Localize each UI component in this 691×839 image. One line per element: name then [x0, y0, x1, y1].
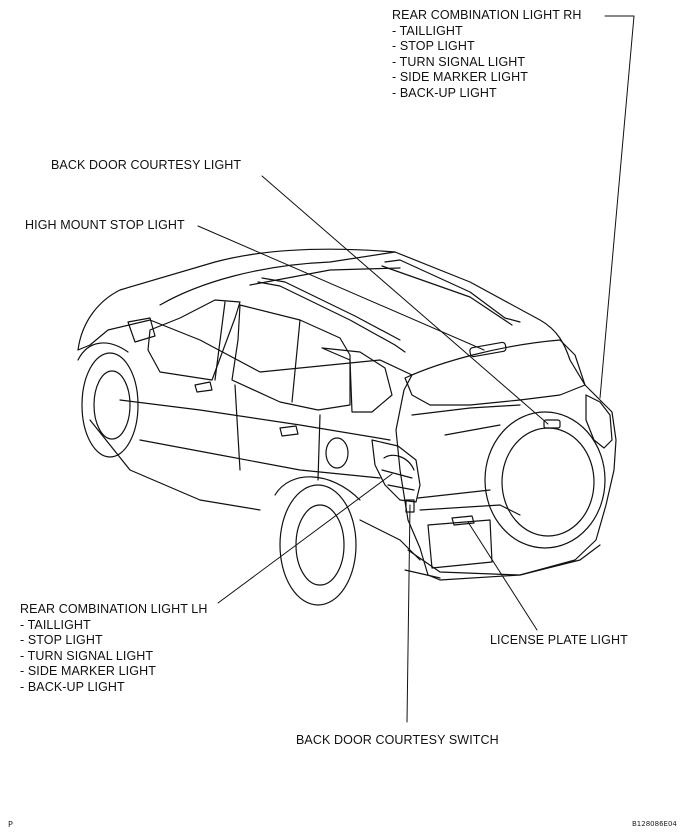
high-mount-stop-light-shape [469, 341, 507, 358]
side-window-front [147, 299, 241, 381]
body-side-line [119, 399, 391, 441]
label-rear-combination-light-rh: REAR COMBINATION LIGHT RH - TAILLIGHT - … [392, 8, 582, 102]
leader-rear-lh [217, 473, 393, 604]
footer-left-mark: P [8, 820, 13, 829]
side-mirror [127, 317, 156, 343]
roof-rail-right [384, 259, 521, 323]
label-rear-rh-item: - TAILLIGHT [392, 23, 463, 38]
label-high-mount-stop-light: HIGH MOUNT STOP LIGHT [25, 218, 185, 232]
rear-combination-light-lh-shape [371, 439, 421, 503]
roof-rail-left [257, 281, 406, 353]
label-back-door-courtesy-light: BACK DOOR COURTESY LIGHT [51, 158, 242, 172]
front-wheel [81, 352, 139, 458]
label-rear-lh-item: - TURN SIGNAL LIGHT [20, 648, 154, 663]
back-door-courtesy-switch-shape [405, 499, 415, 513]
label-rear-lh-item: - BACK-UP LIGHT [20, 679, 125, 694]
rear-combination-light-rh-shape [585, 394, 613, 449]
label-license-plate-light: LICENSE PLATE LIGHT [490, 633, 628, 647]
label-rear-rh-item: - TURN SIGNAL LIGHT [392, 54, 526, 69]
back-door-courtesy-light-shape [543, 419, 561, 429]
figure-code: B128086E04 [632, 820, 677, 828]
leader-back-door-courtesy-switch [406, 504, 411, 723]
license-plate-light-shape [451, 515, 475, 526]
door-handle-front [194, 381, 213, 393]
label-rear-rh-title: REAR COMBINATION LIGHT RH [392, 8, 582, 22]
rear-bumper [407, 544, 601, 576]
roof-line [159, 251, 396, 306]
spare-tire [484, 411, 606, 549]
fuel-lid [325, 437, 349, 469]
label-rear-rh-item: - BACK-UP LIGHT [392, 85, 497, 100]
label-back-door-courtesy-switch: BACK DOOR COURTESY SWITCH [296, 733, 499, 747]
vehicle-body-outline [77, 248, 617, 581]
label-rear-lh-item: - STOP LIGHT [20, 633, 103, 648]
license-plate-area [427, 519, 493, 569]
label-rear-rh-item: - SIDE MARKER LIGHT [392, 70, 528, 85]
rear-glass [404, 339, 586, 406]
side-window-middle [231, 304, 351, 411]
label-rear-lh-item: - TAILLIGHT [20, 617, 91, 632]
leader-high-mount-stop-light [197, 225, 485, 351]
side-window-rear [321, 347, 393, 413]
leader-rear-rh [599, 15, 635, 399]
door-handle-rear [279, 425, 299, 437]
leader-back-door-courtesy-light [261, 175, 549, 425]
label-rear-lh-title: REAR COMBINATION LIGHT LH [20, 602, 208, 616]
label-rear-combination-light-lh: REAR COMBINATION LIGHT LH - TAILLIGHT - … [20, 602, 207, 696]
label-rear-rh-item: - STOP LIGHT [392, 39, 475, 54]
label-rear-lh-item: - SIDE MARKER LIGHT [20, 664, 156, 679]
leader-license-plate-light [467, 521, 538, 631]
rear-wheel [279, 484, 357, 606]
